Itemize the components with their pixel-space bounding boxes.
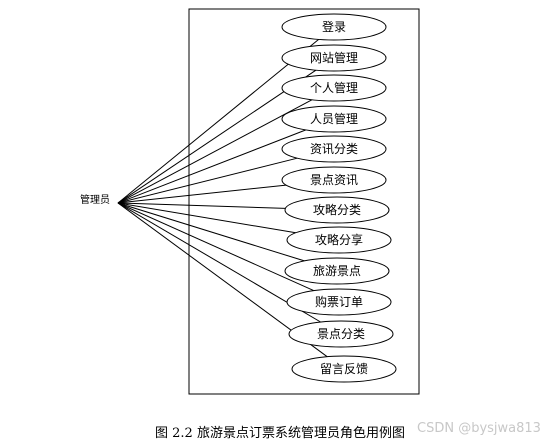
use-case-label: 景点资讯 <box>310 173 358 187</box>
use-case-group: 登录网站管理个人管理人员管理资讯分类景点资讯攻略分类攻略分享旅游景点购票订单景点… <box>281 13 397 383</box>
use-case-ellipse <box>288 320 394 348</box>
use-case-ellipse <box>281 166 387 194</box>
association-line <box>117 184 287 204</box>
use-case-label: 登录 <box>322 19 346 34</box>
use-case-ellipse <box>286 226 392 254</box>
use-case-ellipse <box>281 13 387 41</box>
actor-label: 管理员 <box>80 193 110 206</box>
use-case-label: 攻略分享 <box>315 232 363 247</box>
use-case-label: 资讯分类 <box>310 142 358 156</box>
use-case-ellipse <box>281 44 387 72</box>
use-case-ellipse <box>281 105 387 133</box>
use-case-ellipse <box>281 74 387 102</box>
association-line <box>117 69 317 204</box>
use-case-ellipse <box>281 135 387 163</box>
association-line <box>117 39 320 204</box>
use-case-label: 人员管理 <box>310 111 358 126</box>
association-line <box>117 129 307 204</box>
use-case-label: 旅游景点 <box>313 264 361 278</box>
use-case-label: 网站管理 <box>310 50 358 65</box>
figure-caption: 图 2.2 旅游景点订票系统管理员角色用例图 <box>155 426 405 441</box>
use-case-ellipse <box>284 196 390 224</box>
association-line <box>117 202 314 292</box>
association-line <box>117 99 313 204</box>
use-case-label: 留言反馈 <box>320 362 368 376</box>
use-case-label: 个人管理 <box>310 80 358 95</box>
watermark: CSDN @bysjwa813 <box>417 421 541 436</box>
association-line <box>117 157 298 204</box>
association-line <box>117 202 305 262</box>
system-boundary <box>188 8 420 395</box>
use-case-label: 购票订单 <box>315 294 363 309</box>
use-case-label: 景点分类 <box>317 327 365 341</box>
association-line <box>117 202 286 209</box>
use-case-ellipse <box>284 257 390 285</box>
use-case-ellipse <box>291 355 397 383</box>
use-case-ellipse <box>286 288 392 316</box>
use-case-label: 攻略分类 <box>313 202 361 217</box>
association-line <box>117 202 296 234</box>
